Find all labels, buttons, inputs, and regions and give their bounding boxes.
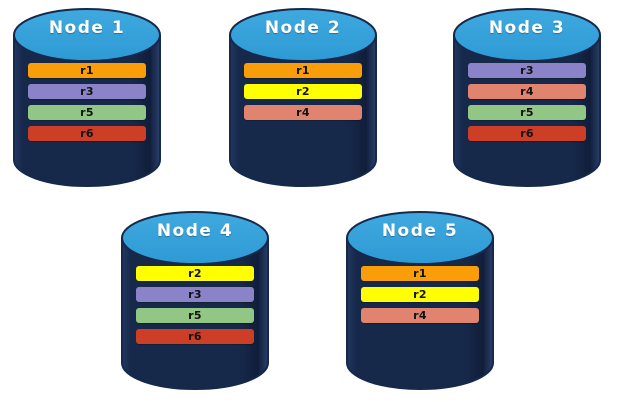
- replica-label: r1: [413, 267, 427, 280]
- replica-label: r6: [520, 127, 534, 140]
- replica-bar-r2[interactable]: r2: [244, 84, 362, 99]
- replica-label: r3: [520, 64, 534, 77]
- replica-bar-r6[interactable]: r6: [136, 329, 254, 344]
- replica-bar-list: r3 r4 r5 r6: [452, 63, 602, 141]
- replica-bar-r3[interactable]: r3: [468, 63, 586, 78]
- cylinder-top-ellipse: [346, 211, 494, 265]
- replica-label: r2: [188, 267, 202, 280]
- cylinder-top-ellipse: [121, 211, 269, 265]
- cylinder-top-ellipse: [13, 8, 161, 62]
- replica-label: r5: [80, 106, 94, 119]
- cylinder-top-ellipse: [229, 8, 377, 62]
- replica-bar-r5[interactable]: r5: [136, 308, 254, 323]
- replica-bar-list: r1 r3 r5 r6: [12, 63, 162, 141]
- replica-label: r2: [413, 288, 427, 301]
- replica-label: r4: [296, 106, 310, 119]
- replica-bar-r1[interactable]: r1: [28, 63, 146, 78]
- replica-bar-r4[interactable]: r4: [244, 105, 362, 120]
- replica-bar-r3[interactable]: r3: [136, 287, 254, 302]
- replica-bar-r3[interactable]: r3: [28, 84, 146, 99]
- replica-bar-r5[interactable]: r5: [468, 105, 586, 120]
- replica-bar-r4[interactable]: r4: [468, 84, 586, 99]
- replica-bar-r1[interactable]: r1: [244, 63, 362, 78]
- replica-label: r3: [80, 85, 94, 98]
- replica-bar-r6[interactable]: r6: [468, 126, 586, 141]
- replica-label: r6: [80, 127, 94, 140]
- replica-label: r5: [188, 309, 202, 322]
- replica-label: r4: [520, 85, 534, 98]
- replica-bar-r2[interactable]: r2: [361, 287, 479, 302]
- replica-label: r1: [80, 64, 94, 77]
- replica-bar-r1[interactable]: r1: [361, 266, 479, 281]
- cylinder-top-ellipse: [453, 8, 601, 62]
- replica-bar-r2[interactable]: r2: [136, 266, 254, 281]
- replica-label: r3: [188, 288, 202, 301]
- replica-bar-list: r1 r2 r4: [228, 63, 378, 120]
- replica-bar-r4[interactable]: r4: [361, 308, 479, 323]
- replica-bar-list: r2 r3 r5 r6: [120, 266, 270, 344]
- replica-bar-r5[interactable]: r5: [28, 105, 146, 120]
- replica-label: r1: [296, 64, 310, 77]
- replica-bar-r6[interactable]: r6: [28, 126, 146, 141]
- replica-bar-list: r1 r2 r4: [345, 266, 495, 323]
- replica-label: r2: [296, 85, 310, 98]
- replica-label: r5: [520, 106, 534, 119]
- replica-label: r6: [188, 330, 202, 343]
- replica-label: r4: [413, 309, 427, 322]
